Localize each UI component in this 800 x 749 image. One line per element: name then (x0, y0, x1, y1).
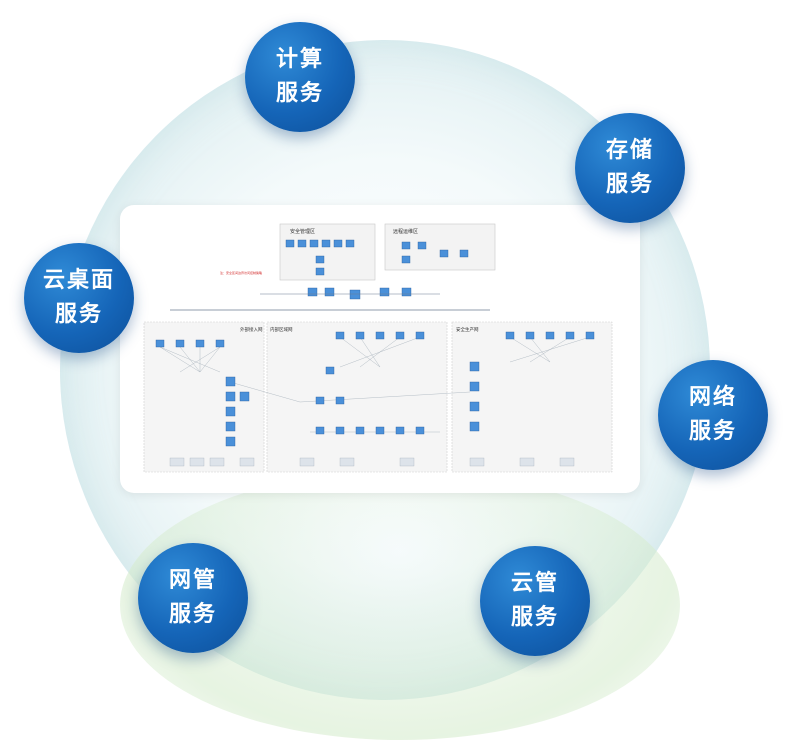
zone-production (451, 321, 613, 473)
mesh-lines (159, 336, 591, 433)
storage-service-icon: 存储 服务 (575, 113, 685, 223)
storage-service-line1: 存储 (605, 138, 654, 163)
cloud-desktop-service-line2: 服务 (54, 302, 103, 327)
cloud-desktop-service-icon: 云桌面 服务 (24, 243, 134, 353)
core-switches (307, 287, 412, 300)
network-topology-diagram: 安全管理区 远程运维区 注：安全区间边界访问控制策略 外部接入网 内部区域网 安… (140, 222, 620, 478)
zone-remote-label: 远程运维区 (393, 228, 418, 235)
network-management-service-line2: 服务 (168, 602, 217, 627)
storage-service-line2: 服务 (605, 172, 654, 197)
network-management-service-icon: 网管 服务 (138, 543, 248, 653)
top-devices (285, 239, 469, 276)
topology-svg: 安全管理区 远程运维区 注：安全区间边界访问控制策略 外部接入网 内部区域网 安… (143, 223, 613, 473)
network-service-icon: 网络 服务 (658, 360, 768, 470)
network-service-line1: 网络 (688, 385, 737, 410)
cloud-management-service-line2: 服务 (510, 605, 559, 630)
zone-security-mgmt (279, 223, 376, 281)
lower-devices (155, 331, 595, 447)
zone-external-label: 外部接入网 (240, 326, 263, 333)
network-management-service-line1: 网管 (168, 568, 217, 593)
cloud-management-service-icon: 云管 服务 (480, 546, 590, 656)
compute-service-icon: 计算 服务 (245, 22, 355, 132)
zone-production-label: 安全生产网 (456, 326, 479, 333)
zone-internal (266, 321, 448, 473)
endpoint-boxes (169, 457, 575, 467)
zone-security-mgmt-label: 安全管理区 (290, 228, 315, 235)
compute-service-line2: 服务 (275, 81, 324, 106)
zone-internal-label: 内部区域网 (270, 326, 293, 333)
cloud-management-service-line1: 云管 (510, 571, 559, 596)
compute-service-line1: 计算 (275, 47, 324, 72)
note-red: 注：安全区间边界访问控制策略 (220, 270, 262, 275)
cloud-desktop-service-line1: 云桌面 (42, 268, 115, 293)
network-service-line2: 服务 (688, 419, 737, 444)
